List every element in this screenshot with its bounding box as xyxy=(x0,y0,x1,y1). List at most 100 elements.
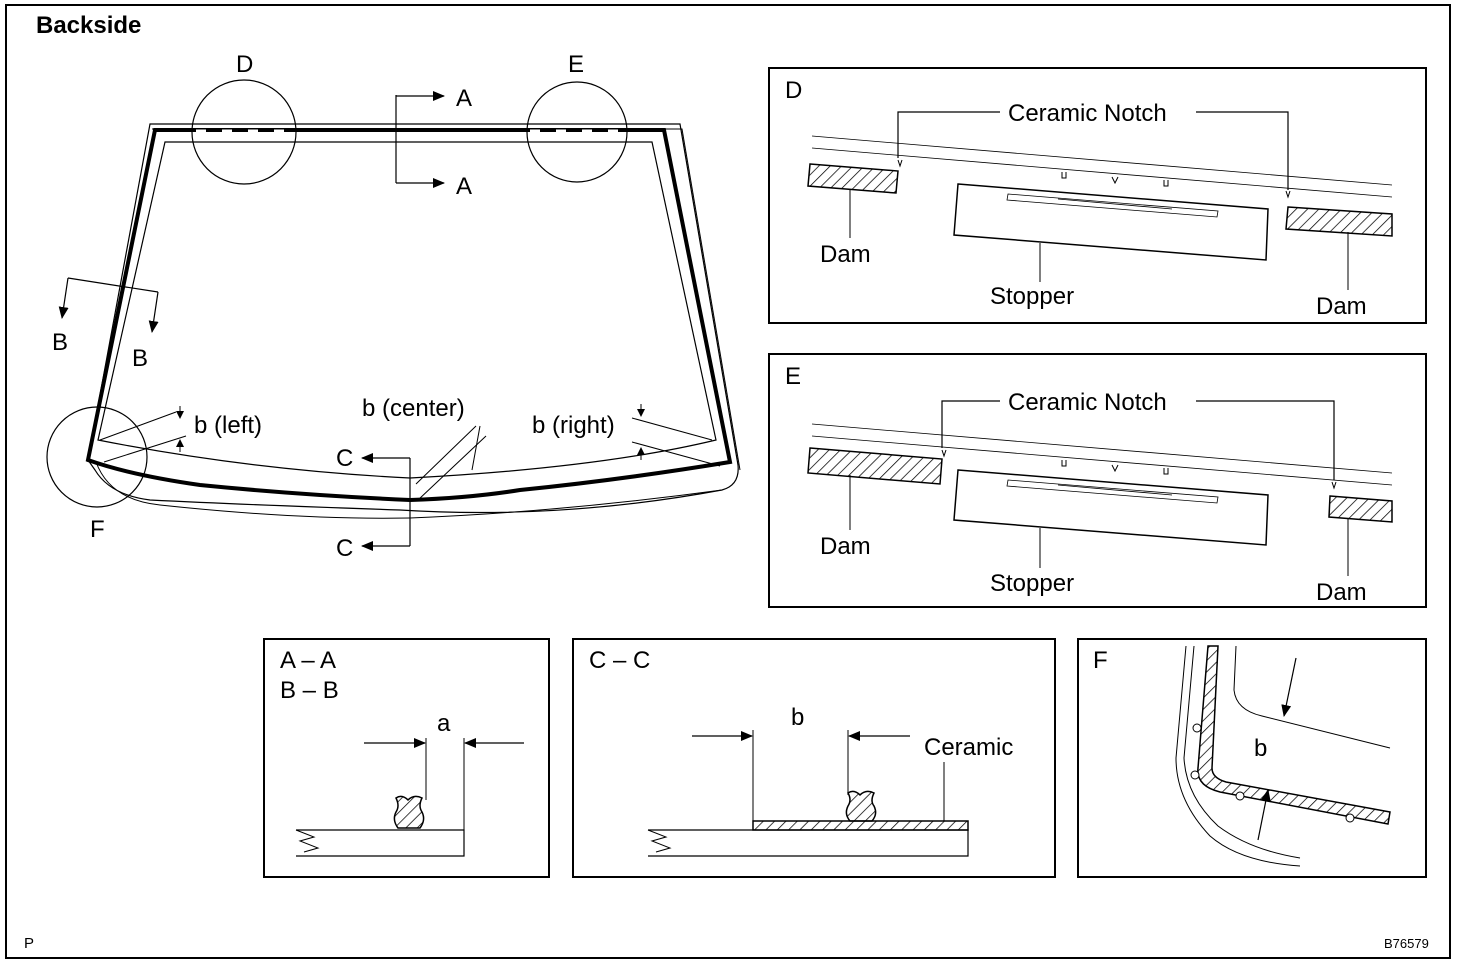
section-ab-label-2: B – B xyxy=(280,677,339,704)
f-ceramic-edge xyxy=(1233,645,1391,749)
e-small-notches xyxy=(1061,460,1169,475)
cc-dim-b-label: b xyxy=(791,704,804,731)
detail-f-label: F xyxy=(1093,647,1108,674)
section-cc-panel: C – C b Ceramic xyxy=(572,638,1056,878)
cc-break-mark xyxy=(647,829,672,853)
f-dot-4 xyxy=(1345,813,1355,823)
b-center-dim-line xyxy=(471,425,481,471)
d-small-notches xyxy=(1061,172,1169,187)
detail-d-label: D xyxy=(785,77,802,104)
e-dam-left-label: Dam xyxy=(820,533,871,560)
section-c-label-top: C xyxy=(336,445,353,472)
detail-e-panel: E Ceramic Notch Dam Stopper Dam xyxy=(768,353,1427,608)
e-stopper-rib-inner xyxy=(1057,484,1173,496)
cc-ceramic-label: Ceramic xyxy=(924,734,1013,761)
windshield-main-view: D E F A A B B C C b (left) b (center) xyxy=(46,51,741,562)
d-notch-leader-right xyxy=(1196,111,1289,190)
page-frame xyxy=(5,4,1451,959)
b-left-ext-2 xyxy=(103,435,187,463)
detail-circle-f xyxy=(46,406,148,508)
e-stopper-label: Stopper xyxy=(990,570,1074,597)
cc-urethane-bead xyxy=(845,790,877,822)
b-right-label: b (right) xyxy=(532,412,615,439)
d-notch-right xyxy=(1285,190,1291,199)
e-dam-right-label: Dam xyxy=(1316,579,1367,606)
ab-break-mark xyxy=(295,829,320,853)
circle-d-label: D xyxy=(236,51,253,78)
d-ceramic-notch-label: Ceramic Notch xyxy=(1008,100,1167,127)
section-ab-panel: A – A B – B a xyxy=(263,638,550,878)
section-a-label-bottom: A xyxy=(456,173,472,200)
e-stopper-rib xyxy=(1006,479,1219,504)
footer-figure-number: B76579 xyxy=(1384,936,1429,951)
b-left-label: b (left) xyxy=(194,412,262,439)
detail-e-label: E xyxy=(785,363,801,390)
ab-glass xyxy=(296,829,465,857)
body-lower-edge xyxy=(95,461,723,519)
diagram-title: Backside xyxy=(36,12,141,39)
cc-ceramic-layer xyxy=(752,820,969,831)
detail-f-frame xyxy=(1077,638,1427,878)
ab-dim-a-label: a xyxy=(437,710,451,737)
f-dim-arrow-top xyxy=(1281,657,1297,717)
b-center-label: b (center) xyxy=(362,395,465,422)
section-b-label-right: B xyxy=(132,345,148,372)
section-ab-label-1: A – A xyxy=(280,647,336,674)
detail-circle-e xyxy=(526,81,628,183)
section-ab-frame xyxy=(263,638,550,878)
section-cc-frame xyxy=(572,638,1056,878)
f-dot-2 xyxy=(1190,770,1200,780)
section-b-line xyxy=(67,277,159,293)
ceramic-inner-line xyxy=(97,141,717,479)
f-dim-arrow-bottom xyxy=(1257,789,1271,841)
section-b-arrow-left xyxy=(58,277,69,319)
d-glass-edge-2 xyxy=(811,147,1393,198)
section-b-label-left: B xyxy=(52,329,68,356)
d-dam-left xyxy=(807,163,899,194)
glass-outer-edge xyxy=(87,123,739,514)
e-notch-leader-right xyxy=(1196,400,1335,480)
e-stopper xyxy=(953,469,1269,546)
d-stopper-rib-inner xyxy=(1057,198,1173,210)
e-notch-right xyxy=(1331,481,1337,490)
e-ceramic-notch-label: Ceramic Notch xyxy=(1008,389,1167,416)
detail-d-frame xyxy=(768,67,1427,324)
circle-f-label: F xyxy=(90,516,105,543)
d-notch-leader-left xyxy=(897,111,1000,158)
f-urethane-bead xyxy=(1197,645,1391,825)
section-a-label-top: A xyxy=(456,85,472,112)
f-glass-edge-2 xyxy=(1183,645,1301,859)
b-center-ext-1 xyxy=(415,425,477,485)
section-cc-label: C – C xyxy=(589,647,650,674)
detail-d-panel: D Ceramic Notch Dam Stopper Dam xyxy=(768,67,1427,324)
e-glass-edge-1 xyxy=(811,423,1393,474)
f-glass-edge-1 xyxy=(1175,645,1301,867)
detail-circle-d xyxy=(191,79,297,185)
d-dam-right xyxy=(1285,206,1393,237)
e-notch-leader-left xyxy=(941,400,1000,448)
b-right-ext-1 xyxy=(631,417,713,441)
f-dot-3 xyxy=(1235,791,1245,801)
d-stopper-label: Stopper xyxy=(990,283,1074,310)
f-dim-b-label: b xyxy=(1254,735,1267,762)
e-dam-left xyxy=(807,447,943,485)
section-c-label-bottom: C xyxy=(336,535,353,562)
f-dot-1 xyxy=(1192,723,1202,733)
b-right-ext-2 xyxy=(631,441,721,467)
d-dam-left-label: Dam xyxy=(820,241,871,268)
d-dam-right-label: Dam xyxy=(1316,293,1367,320)
d-notch-left xyxy=(897,159,903,168)
b-center-ext-2 xyxy=(417,435,487,501)
b-left-ext-1 xyxy=(99,411,177,441)
d-glass-edge-1 xyxy=(811,135,1393,186)
detail-f-panel: F b xyxy=(1077,638,1427,878)
urethane-bead-line xyxy=(85,128,733,503)
circle-e-label: E xyxy=(568,51,584,78)
footer-left-code: P xyxy=(24,935,34,952)
e-glass-edge-2 xyxy=(811,435,1393,486)
d-stopper xyxy=(953,183,1269,261)
ab-urethane-bead xyxy=(393,795,425,829)
e-dam-right xyxy=(1328,495,1393,523)
